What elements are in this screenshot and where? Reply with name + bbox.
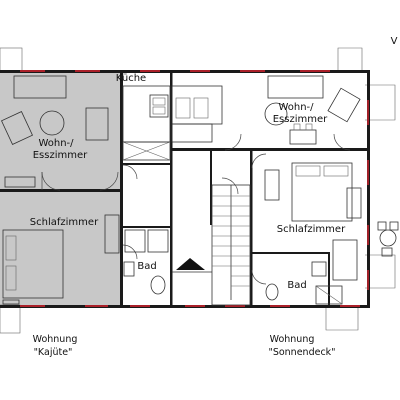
corner-label: V [391,36,398,47]
room-label-bedroom-right: Schlafzimmer [277,224,346,235]
left-bath-fixtures [123,229,169,295]
room-label-bath-right: Bad [287,280,306,291]
left-bedroom-furniture [2,214,120,305]
room-label-living-right-1: Wohn-/ [278,102,314,113]
staircase [172,184,251,306]
left-living-furniture [1,75,109,188]
terrace-furniture [377,221,399,257]
left-unit-shading [0,72,122,308]
room-label-kitchen: Küche [116,73,146,84]
balcony-outlines [0,47,396,334]
stair-arrow-icon [176,258,205,270]
apartment-left-line2: "Kajüte" [34,347,73,358]
right-living-furniture [264,75,361,145]
room-label-bath-left: Bad [137,261,156,272]
windows [20,70,369,307]
right-bedroom-furniture [264,162,362,281]
kitchen-fixtures [122,85,223,161]
room-label-bedroom-left: Schlafzimmer [30,217,99,228]
apartment-right-line1: Wohnung [270,334,315,345]
room-label-living-left-2: Esszimmer [33,150,88,161]
interior-walls [0,72,367,308]
doors [41,133,351,285]
apartment-right-line2: "Sonnendeck" [268,347,335,358]
room-label-living-left-1: Wohn-/ [38,138,74,149]
apartment-left-line1: Wohnung [33,334,78,345]
room-label-living-right-2: Esszimmer [273,114,328,125]
right-bath-fixtures [265,261,343,305]
